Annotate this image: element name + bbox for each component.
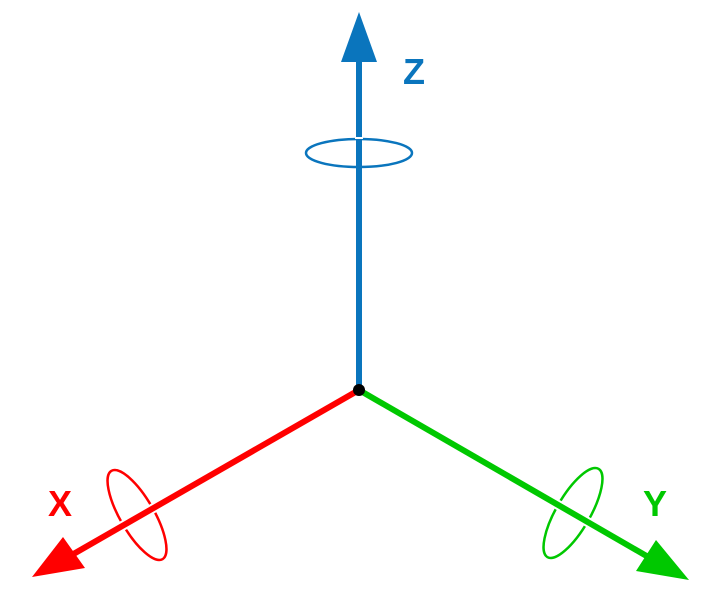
- x-label: X: [48, 483, 72, 524]
- y-axis: Y: [356, 385, 689, 580]
- origin-point: [353, 384, 365, 396]
- z-label: Z: [403, 51, 425, 92]
- x-arrowhead: [32, 537, 85, 577]
- y-label: Y: [643, 483, 667, 524]
- x-axis-line: [68, 387, 361, 559]
- z-axis: Z: [304, 12, 425, 390]
- y-arrowhead: [636, 540, 689, 580]
- y-axis-line: [357, 387, 652, 561]
- z-arrowhead: [341, 12, 377, 62]
- x-axis: X: [32, 385, 362, 577]
